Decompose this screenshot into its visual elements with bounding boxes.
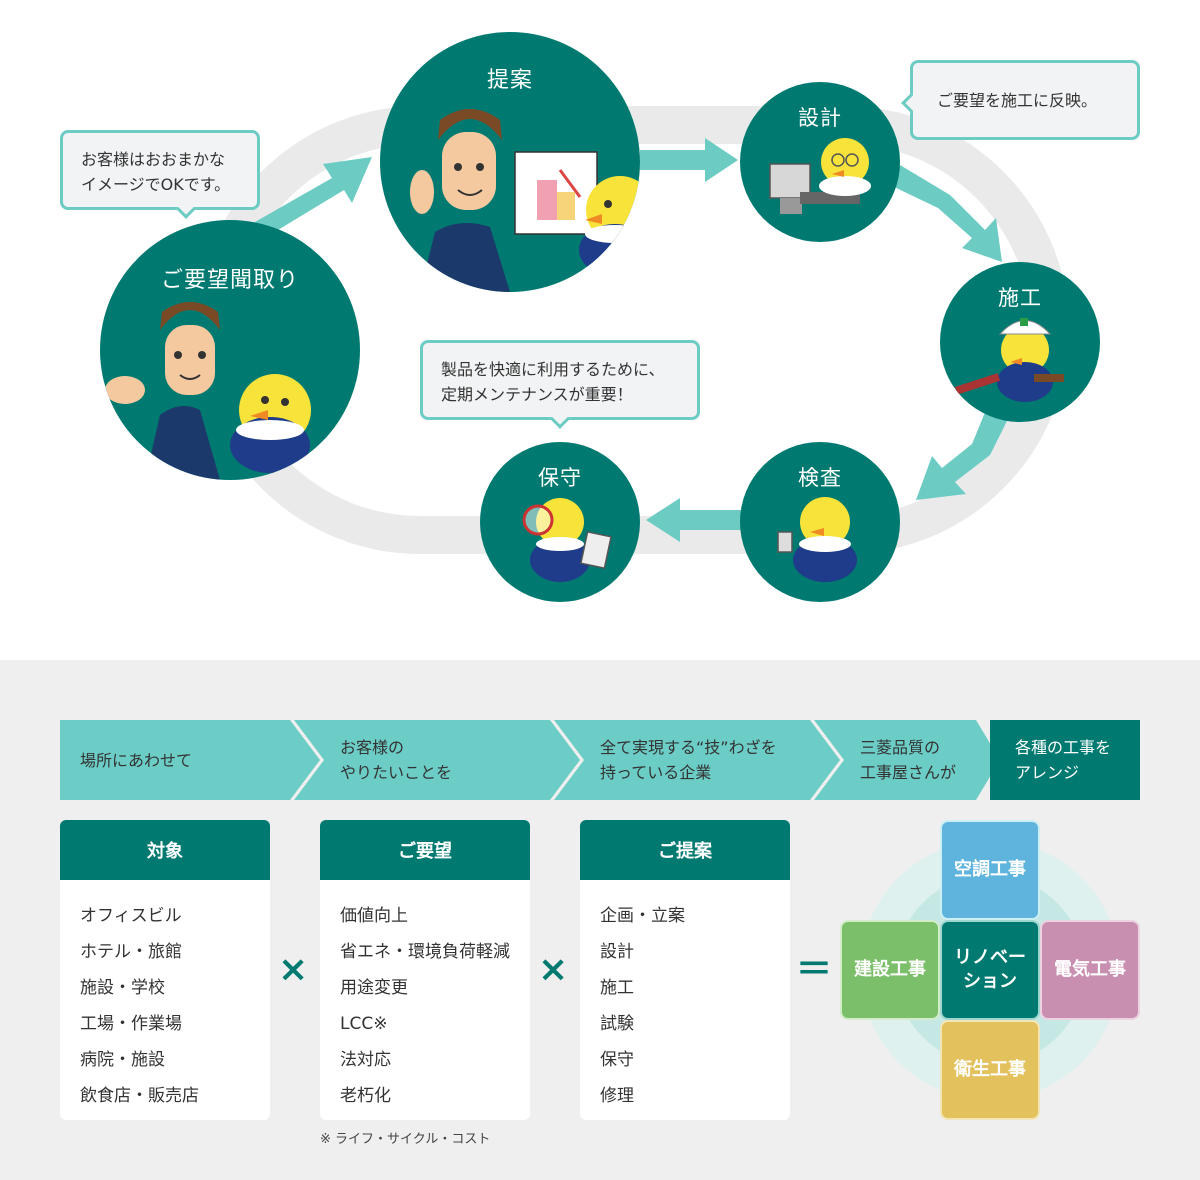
arrow-design-to-construction — [890, 165, 1002, 262]
step-design: 設計 — [740, 82, 900, 242]
flow-chevron-3 — [554, 720, 840, 800]
flow-step-2: お客様の やりたいことを — [340, 720, 550, 800]
list-item: 施工 — [600, 978, 634, 998]
list-item: 病院・施設 — [80, 1050, 165, 1070]
tile-renovation: リノベー ション — [942, 922, 1038, 1018]
flow-step-1: 場所にあわせて — [80, 720, 290, 800]
tile-air-conditioning: 空調工事 — [942, 822, 1038, 918]
list-item: 飲食店・販売店 — [80, 1086, 199, 1106]
step-hearing: ご要望聞取り — [100, 220, 360, 480]
bubble-design: ご要望を施工に反映。 — [901, 60, 1140, 140]
flow-step-4-line-1: 三菱品質の — [860, 738, 941, 757]
flow-step-2-line-2: やりたいことを — [340, 763, 453, 782]
flow-step-1-line-1: 場所にあわせて — [80, 750, 193, 770]
times-operator-1: × — [278, 949, 309, 990]
flow-step-5: 各種の工事を アレンジ — [1015, 720, 1140, 800]
tile-building: 建設工事 — [842, 922, 938, 1018]
list-item: 省エネ・環境負荷軽減 — [340, 942, 510, 962]
flow-step-2-line-1: お客様の — [340, 738, 405, 757]
step-construction: 施工 — [940, 262, 1100, 422]
step-hearing-label: ご要望聞取り — [160, 268, 299, 293]
bubble-maintenance-line-2: 定期メンテナンスが重要！ — [441, 385, 633, 404]
card-request-title: ご要望 — [320, 820, 530, 880]
list-item: 修理 — [600, 1086, 634, 1106]
card-request: ご要望 価値向上 省エネ・環境負荷軽減 用途変更 LCC※ 法対応 老朽化 — [320, 820, 530, 1120]
list-item: 設計 — [600, 942, 634, 962]
footnote: ※ ライフ・サイクル・コスト — [320, 1132, 491, 1147]
step-inspection: 検査 — [740, 442, 900, 602]
flow-step-5-line-2: アレンジ — [1015, 763, 1080, 782]
flow-chevron-4 — [814, 720, 1000, 800]
presentation-illustration — [410, 109, 640, 292]
list-item: 老朽化 — [340, 1086, 391, 1106]
flow-chevron-1 — [60, 720, 320, 800]
list-item: 試験 — [600, 1014, 634, 1034]
arrow-inspection-to-maintenance — [646, 498, 742, 542]
tile-sanitary: 衛生工事 — [942, 1022, 1038, 1118]
step-inspection-label: 検査 — [798, 466, 842, 490]
bubble-hearing-line-1: お客様はおおまかな — [81, 150, 226, 169]
design-desk-illustration — [769, 138, 871, 214]
flow-step-5-line-1: 各種の工事を — [1015, 738, 1112, 757]
bubble-design-text: ご要望を施工に反映。 — [937, 90, 1098, 110]
flow-chevron-2 — [294, 720, 580, 800]
tile-electrical: 電気工事 — [1042, 922, 1138, 1018]
arrow-hearing-to-proposal — [255, 157, 372, 236]
card-proposal-list: 企画・立案 設計 施工 試験 保守 修理 — [580, 880, 790, 1114]
step-maintenance-label: 保守 — [538, 466, 582, 490]
list-item: LCC※ — [340, 1014, 388, 1034]
flow-step-4: 三菱品質の 工事屋さんが — [860, 720, 990, 800]
bubble-hearing-line-2: イメージでOKです。 — [81, 175, 231, 194]
arrow-construction-to-inspection — [916, 405, 1010, 500]
list-item: 施設・学校 — [80, 978, 165, 998]
bubble-maintenance-line-1: 製品を快適に利用するために、 — [441, 360, 665, 379]
list-item: 法対応 — [340, 1050, 391, 1070]
tile-renovation-line-1: リノベー — [954, 947, 1026, 968]
times-operator-2: × — [538, 949, 569, 990]
flow-step-3: 全て実現する“技”わざを 持っている企業 — [600, 720, 810, 800]
list-item: ホテル・旅館 — [80, 942, 182, 962]
process-cycle-section: ご要望聞取り 提案 — [60, 32, 1140, 602]
list-item: 価値向上 — [340, 906, 408, 926]
bubble-hearing: お客様はおおまかな イメージでOKです。 — [60, 130, 260, 219]
step-proposal: 提案 — [380, 32, 640, 292]
list-item: 用途変更 — [340, 978, 408, 998]
salesman-and-mascot-illustration — [105, 302, 311, 480]
bubble-maintenance: 製品を快適に利用するために、 定期メンテナンスが重要！ — [420, 340, 700, 429]
flow-step-3-line-2: 持っている企業 — [600, 763, 712, 782]
list-item: 企画・立案 — [600, 906, 685, 926]
list-item: 保守 — [600, 1050, 634, 1070]
flow-chevron-bar — [60, 720, 1140, 800]
step-construction-label: 施工 — [998, 286, 1042, 310]
list-item: オフィスビル — [80, 906, 182, 926]
card-request-list: 価値向上 省エネ・環境負荷軽減 用途変更 LCC※ 法対応 老朽化 — [320, 880, 530, 1114]
card-target-list: オフィスビル ホテル・旅館 施設・学校 工場・作業場 病院・施設 飲食店・販売店 — [60, 880, 270, 1114]
list-item: 工場・作業場 — [80, 1014, 182, 1034]
flow-step-4-line-2: 工事屋さんが — [860, 763, 957, 782]
maintenance-illustration — [522, 498, 612, 582]
construction-worker-illustration — [954, 318, 1064, 402]
arrow-proposal-to-design — [640, 138, 738, 182]
card-proposal: ご提案 企画・立案 設計 施工 試験 保守 修理 — [580, 820, 790, 1120]
flow-step-3-line-1: 全て実現する“技”わざを — [600, 738, 777, 757]
flow-final-box — [990, 720, 1140, 800]
tile-renovation-line-2: ション — [963, 971, 1017, 992]
card-target-title: 対象 — [60, 820, 270, 880]
equals-operator: ＝ — [796, 949, 833, 990]
step-design-label: 設計 — [798, 106, 842, 130]
cycle-arrows — [255, 138, 1010, 542]
step-proposal-label: 提案 — [486, 68, 533, 93]
card-proposal-title: ご提案 — [580, 820, 790, 880]
step-maintenance: 保守 — [480, 442, 640, 602]
card-target: 対象 オフィスビル ホテル・旅館 施設・学校 工場・作業場 病院・施設 飲食店・… — [60, 820, 270, 1120]
inspection-illustration — [777, 497, 857, 582]
